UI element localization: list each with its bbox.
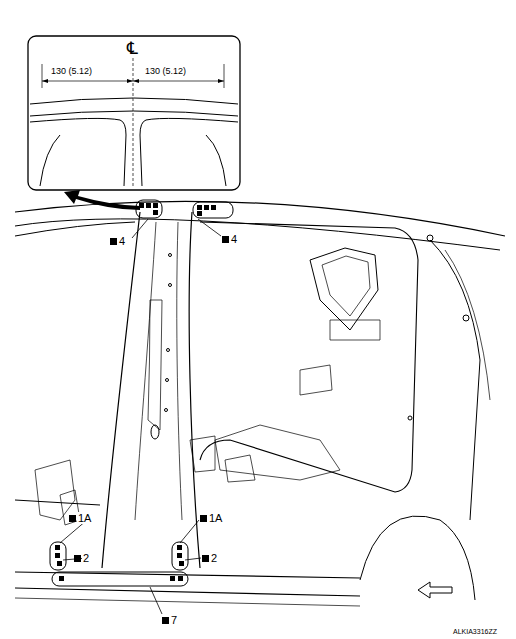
callout-square xyxy=(74,555,81,562)
callout-number: 1A xyxy=(200,513,223,524)
callout-number-text: 2 xyxy=(82,552,90,564)
callout-square xyxy=(162,617,169,624)
dimension-text: 130 (5.12) xyxy=(50,66,93,76)
callout-number: 4 xyxy=(222,234,238,245)
callout-number-text: 1A xyxy=(77,512,92,524)
centerline-symbol: ℄ xyxy=(126,40,139,57)
callout-number: 4 xyxy=(110,236,126,247)
callout-number: 7 xyxy=(162,615,178,626)
callout-square xyxy=(110,238,117,245)
callout-number: 1A xyxy=(69,513,92,524)
callout-square xyxy=(202,555,209,562)
callout-number-text: 4 xyxy=(118,235,126,247)
figure-code-text: ALKIA3316ZZ xyxy=(452,628,498,635)
dimension: 130 (5.12) xyxy=(144,67,187,76)
callout-number: 2 xyxy=(202,553,218,564)
figure-code: ALKIA3316ZZ xyxy=(452,628,498,635)
dimension-text: 130 (5.12) xyxy=(144,66,187,76)
callout-number: 2 xyxy=(74,553,90,564)
callout-number-text: 4 xyxy=(230,233,238,245)
callout-square xyxy=(200,515,207,522)
callout-square xyxy=(222,236,229,243)
callout-square xyxy=(69,515,76,522)
callout-number-text: 1A xyxy=(208,512,223,524)
dimension: 130 (5.12) xyxy=(50,67,93,76)
callout-number-text: 2 xyxy=(210,552,218,564)
callout-number-text: 7 xyxy=(170,614,178,626)
centerline-symbol-text: ℄ xyxy=(126,39,139,58)
